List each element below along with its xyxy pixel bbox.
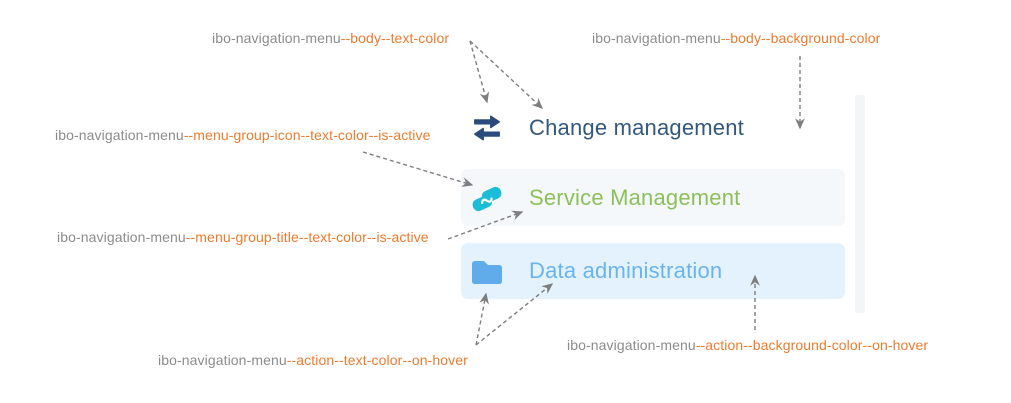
annotation-prefix: ibo-navigation-menu	[212, 30, 341, 46]
annotation-token: --body--text-color	[340, 30, 450, 46]
handshake-icon	[470, 181, 504, 215]
annotation-menu-group-title-text-color-is-active: ibo-navigation-menu--menu-group-title--t…	[57, 229, 429, 245]
annotation-prefix: ibo-navigation-menu	[567, 337, 696, 353]
annotation-token: --body--background-color	[720, 30, 881, 46]
annotation-prefix: ibo-navigation-menu	[57, 229, 186, 245]
exchange-arrows-icon	[470, 113, 504, 143]
annotation-action-background-color-on-hover: ibo-navigation-menu--action--background-…	[567, 337, 928, 353]
menu-group-service-management[interactable]: Service Management	[461, 169, 845, 226]
annotation-token: --menu-group-icon--text-color--is-active	[183, 127, 431, 143]
arrow-body-text-color-to-icon	[469, 40, 490, 104]
annotation-body-background-color: ibo-navigation-menu--body--background-co…	[592, 30, 880, 46]
annotation-token: --menu-group-title--text-color--is-activ…	[185, 229, 429, 245]
annotation-prefix: ibo-navigation-menu	[592, 30, 721, 46]
annotation-prefix: ibo-navigation-menu	[55, 127, 184, 143]
annotation-action-text-color-on-hover: ibo-navigation-menu--action--text-color-…	[158, 352, 468, 368]
menu-group-change-management[interactable]: Change management	[461, 100, 845, 155]
annotation-token: --action--background-color--on-hover	[695, 337, 929, 353]
menu-scrollbar-track[interactable]	[855, 95, 865, 313]
annotation-prefix: ibo-navigation-menu	[158, 352, 287, 368]
menu-group-title: Change management	[529, 114, 744, 140]
menu-action-data-administration[interactable]: Data administration	[461, 243, 845, 299]
folder-icon	[470, 257, 504, 285]
annotation-menu-group-icon-text-color-is-active: ibo-navigation-menu--menu-group-icon--te…	[55, 127, 431, 143]
menu-action-title: Data administration	[529, 258, 723, 283]
menu-group-title: Service Management	[529, 184, 741, 210]
annotation-body-text-color: ibo-navigation-menu--body--text-color	[212, 30, 449, 46]
annotation-token: --action--text-color--on-hover	[286, 352, 468, 368]
